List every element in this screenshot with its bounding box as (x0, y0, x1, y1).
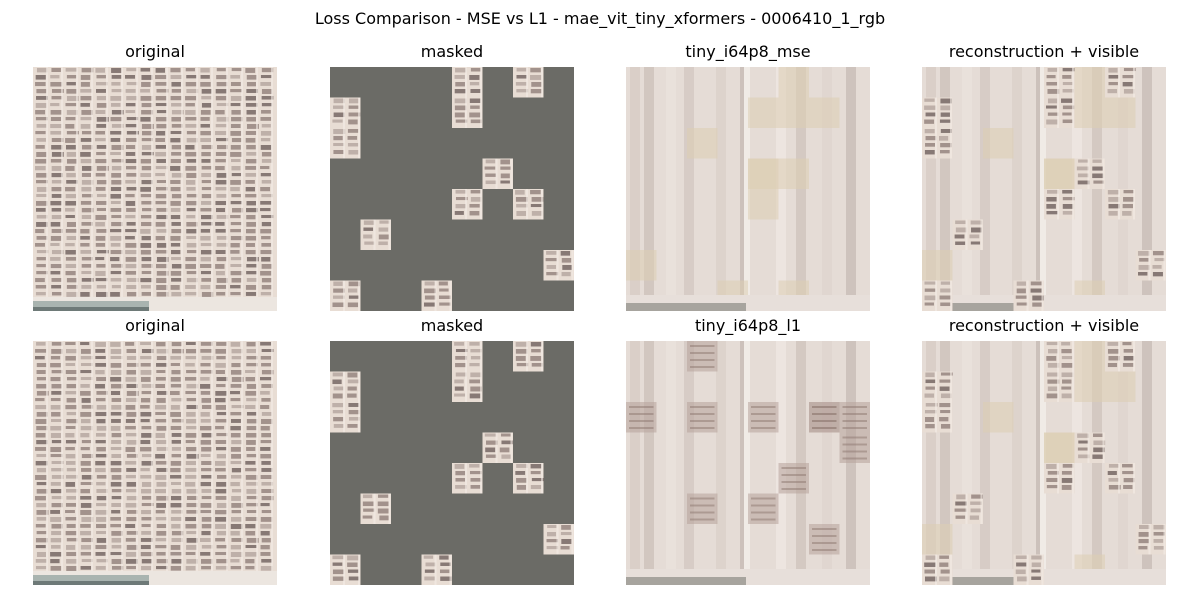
mse-reconstruction-image (626, 67, 870, 311)
original-image-row1 (33, 67, 277, 311)
panel-mse-row1 (626, 67, 870, 311)
figure-title: Loss Comparison - MSE vs L1 - mae_vit_ti… (314, 9, 886, 28)
original-image-row2 (33, 341, 277, 585)
masked-image-row2 (330, 341, 574, 585)
panel-original-row2 (33, 341, 277, 585)
panel-original-row1 (33, 67, 277, 311)
panel-title-l1-row2: tiny_i64p8_l1 (694, 316, 802, 335)
panel-title-original-row2: original (125, 316, 185, 335)
panel-masked-row1 (330, 67, 574, 311)
recon-visible-image-row2 (922, 341, 1166, 585)
recon-visible-image-row1 (922, 67, 1166, 311)
panel-title-masked-row2: masked (420, 316, 484, 335)
panel-title-masked-row1: masked (420, 42, 484, 61)
panel-title-recon-visible-row2: reconstruction + visible (948, 316, 1140, 335)
panel-title-mse-row1: tiny_i64p8_mse (685, 42, 811, 61)
panel-title-recon-visible-row1: reconstruction + visible (948, 42, 1140, 61)
panel-recon-visible-row2 (922, 341, 1166, 585)
l1-reconstruction-image (626, 341, 870, 585)
masked-image-row1 (330, 67, 574, 311)
panel-l1-row2 (626, 341, 870, 585)
panel-title-original-row1: original (125, 42, 185, 61)
panel-recon-visible-row1 (922, 67, 1166, 311)
panel-masked-row2 (330, 341, 574, 585)
